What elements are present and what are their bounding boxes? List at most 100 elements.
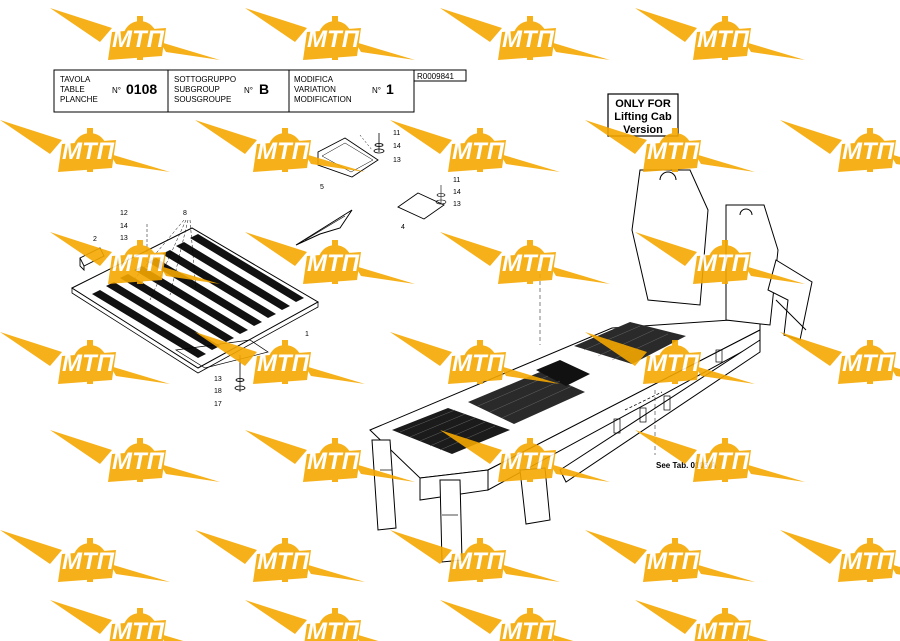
callout-8: 8 bbox=[183, 210, 187, 217]
bolt-stack-upper bbox=[373, 133, 385, 154]
callout-5: 5 bbox=[320, 184, 324, 191]
mtp-watermark-text: МТП bbox=[307, 26, 360, 53]
mtp-watermark-text: МТП bbox=[452, 350, 505, 377]
mtp-watermark-text: МТП bbox=[452, 548, 505, 575]
mtp-watermark-logo: МТП bbox=[50, 430, 220, 482]
callout-14-upper: 14 bbox=[393, 143, 401, 150]
mtp-watermark-logo: МТП bbox=[50, 600, 220, 641]
modification-label-en: VARIATION bbox=[294, 85, 336, 94]
mtp-watermark-logo: МТП bbox=[195, 530, 365, 582]
mtp-watermark-text: МТП bbox=[307, 618, 360, 641]
mtp-watermark-text: МТП bbox=[647, 138, 700, 165]
mtp-watermark-logo: МТП bbox=[390, 120, 560, 172]
note-line-1: ONLY FOR bbox=[615, 98, 671, 110]
mtp-watermark-text: МТП bbox=[307, 448, 360, 475]
mtp-watermark-text: МТП bbox=[307, 250, 360, 277]
mtp-watermark-text: МТП bbox=[502, 448, 555, 475]
subgroup-label-fr: SOUSGROUPE bbox=[174, 95, 231, 104]
mtp-watermark-logo: МТП bbox=[635, 8, 805, 60]
modification-number: 1 bbox=[386, 81, 394, 97]
mtp-watermark-text: МТП bbox=[112, 250, 165, 277]
mtp-watermark-logo: МТП bbox=[390, 530, 560, 582]
callout-13-lower: 13 bbox=[214, 376, 222, 383]
callout-12: 12 bbox=[120, 210, 128, 217]
mtp-watermark-text: МТП bbox=[257, 350, 310, 377]
header-table: TAVOLA TABLE PLANCHE N° 0108 SOTTOGRUPPO… bbox=[53, 69, 467, 113]
mtp-watermark-logo: МТП bbox=[50, 8, 220, 60]
callout-1: 1 bbox=[305, 331, 309, 338]
subgroup-label-it: SOTTOGRUPPO bbox=[174, 75, 236, 84]
mtp-watermark-logo: МТП bbox=[635, 430, 805, 482]
note-line-3: Version bbox=[623, 124, 663, 136]
mtp-watermark-logo: МТП bbox=[635, 232, 805, 284]
mtp-watermark-text: МТП bbox=[257, 548, 310, 575]
mtp-watermark-text: МТП bbox=[257, 138, 310, 165]
callout-2: 2 bbox=[93, 236, 97, 243]
mtp-watermark-logo: МТП bbox=[245, 430, 415, 482]
modification-label-it: MODIFICA bbox=[294, 75, 334, 84]
callout-14-mat: 14 bbox=[120, 223, 128, 230]
mtp-watermark-logo: МТП bbox=[0, 120, 170, 172]
mtp-watermark-text: МТП bbox=[697, 618, 750, 641]
table-label-it: TAVOLA bbox=[60, 75, 91, 84]
mtp-watermark-logo: МТП bbox=[50, 232, 220, 284]
direction-arrow bbox=[295, 209, 353, 246]
mtp-watermark-logo: МТП bbox=[585, 332, 755, 384]
mtp-watermark-text: МТП bbox=[842, 548, 895, 575]
mtp-watermark-text: МТП bbox=[62, 548, 115, 575]
mtp-watermark-logo: МТП bbox=[390, 332, 560, 384]
callout-18: 18 bbox=[214, 388, 222, 395]
modification-label-fr: MODIFICATION bbox=[294, 95, 352, 104]
mtp-watermark-text: МТП bbox=[647, 548, 700, 575]
mtp-watermark-text: МТП bbox=[112, 26, 165, 53]
subgroup-label-en: SUBGROUP bbox=[174, 85, 220, 94]
mtp-watermark-logo: МТП bbox=[440, 600, 610, 641]
callout-17: 17 bbox=[214, 401, 222, 408]
table-number: 0108 bbox=[126, 81, 157, 97]
chassis-grating bbox=[392, 322, 686, 454]
mtp-watermark-text: МТП bbox=[697, 250, 750, 277]
callout-14-plate: 14 bbox=[453, 189, 461, 196]
mtp-watermark-logo: МТП bbox=[585, 530, 755, 582]
mtp-watermark-text: МТП bbox=[647, 350, 700, 377]
callout-13-upper: 13 bbox=[393, 157, 401, 164]
mtp-watermark-logo: МТП bbox=[780, 120, 900, 172]
mtp-watermark-text: МТП bbox=[502, 250, 555, 277]
part-plate-4 bbox=[397, 185, 447, 220]
modification-no-prefix: N° bbox=[372, 86, 381, 95]
mtp-watermark-text: МТП bbox=[502, 26, 555, 53]
mtp-watermark-logo: МТП bbox=[245, 8, 415, 60]
lifting-cab-note: ONLY FOR Lifting Cab Version bbox=[607, 93, 679, 137]
mtp-watermark-text: МТП bbox=[502, 618, 555, 641]
note-line-2: Lifting Cab bbox=[614, 111, 672, 123]
mtp-watermark-logo: МТП bbox=[780, 530, 900, 582]
subgroup-number: B bbox=[259, 81, 269, 97]
part-cover-5 bbox=[317, 134, 379, 178]
mtp-watermark-text: МТП bbox=[112, 618, 165, 641]
callouts: 1 2 4 5 8 11 12 13 14 11 14 13 14 13 13 … bbox=[93, 130, 717, 470]
callout-4: 4 bbox=[401, 224, 405, 231]
mtp-watermark-text: МТП bbox=[62, 138, 115, 165]
see-table-reference: See Tab. 0105/A bbox=[656, 461, 717, 470]
watermark-layer: МТП МТП МТП МТП МТП МТП МТП МТП МТП МТП МТП МТП МТП М… bbox=[0, 8, 900, 641]
mtp-watermark-logo: МТП bbox=[585, 120, 755, 172]
mtp-watermark-text: МТП bbox=[842, 350, 895, 377]
mtp-watermark-logo: МТП bbox=[440, 232, 610, 284]
mtp-watermark-text: МТП bbox=[112, 448, 165, 475]
mtp-watermark-text: МТП bbox=[452, 138, 505, 165]
chassis-frame bbox=[369, 169, 813, 563]
mtp-watermark-logo: МТП bbox=[780, 332, 900, 384]
subgroup-no-prefix: N° bbox=[244, 86, 253, 95]
mtp-watermark-logo: МТП bbox=[635, 600, 805, 641]
mtp-watermark-text: МТП bbox=[697, 26, 750, 53]
callout-13-plate: 13 bbox=[453, 201, 461, 208]
callout-13-mat: 13 bbox=[120, 235, 128, 242]
table-no-prefix: N° bbox=[112, 86, 121, 95]
mtp-watermark-logo: МТП bbox=[195, 332, 365, 384]
mtp-watermark-logo: МТП bbox=[0, 530, 170, 582]
chassis-slots bbox=[380, 349, 723, 516]
table-label-en: TABLE bbox=[60, 85, 85, 94]
document-code: R0009841 bbox=[417, 72, 454, 81]
